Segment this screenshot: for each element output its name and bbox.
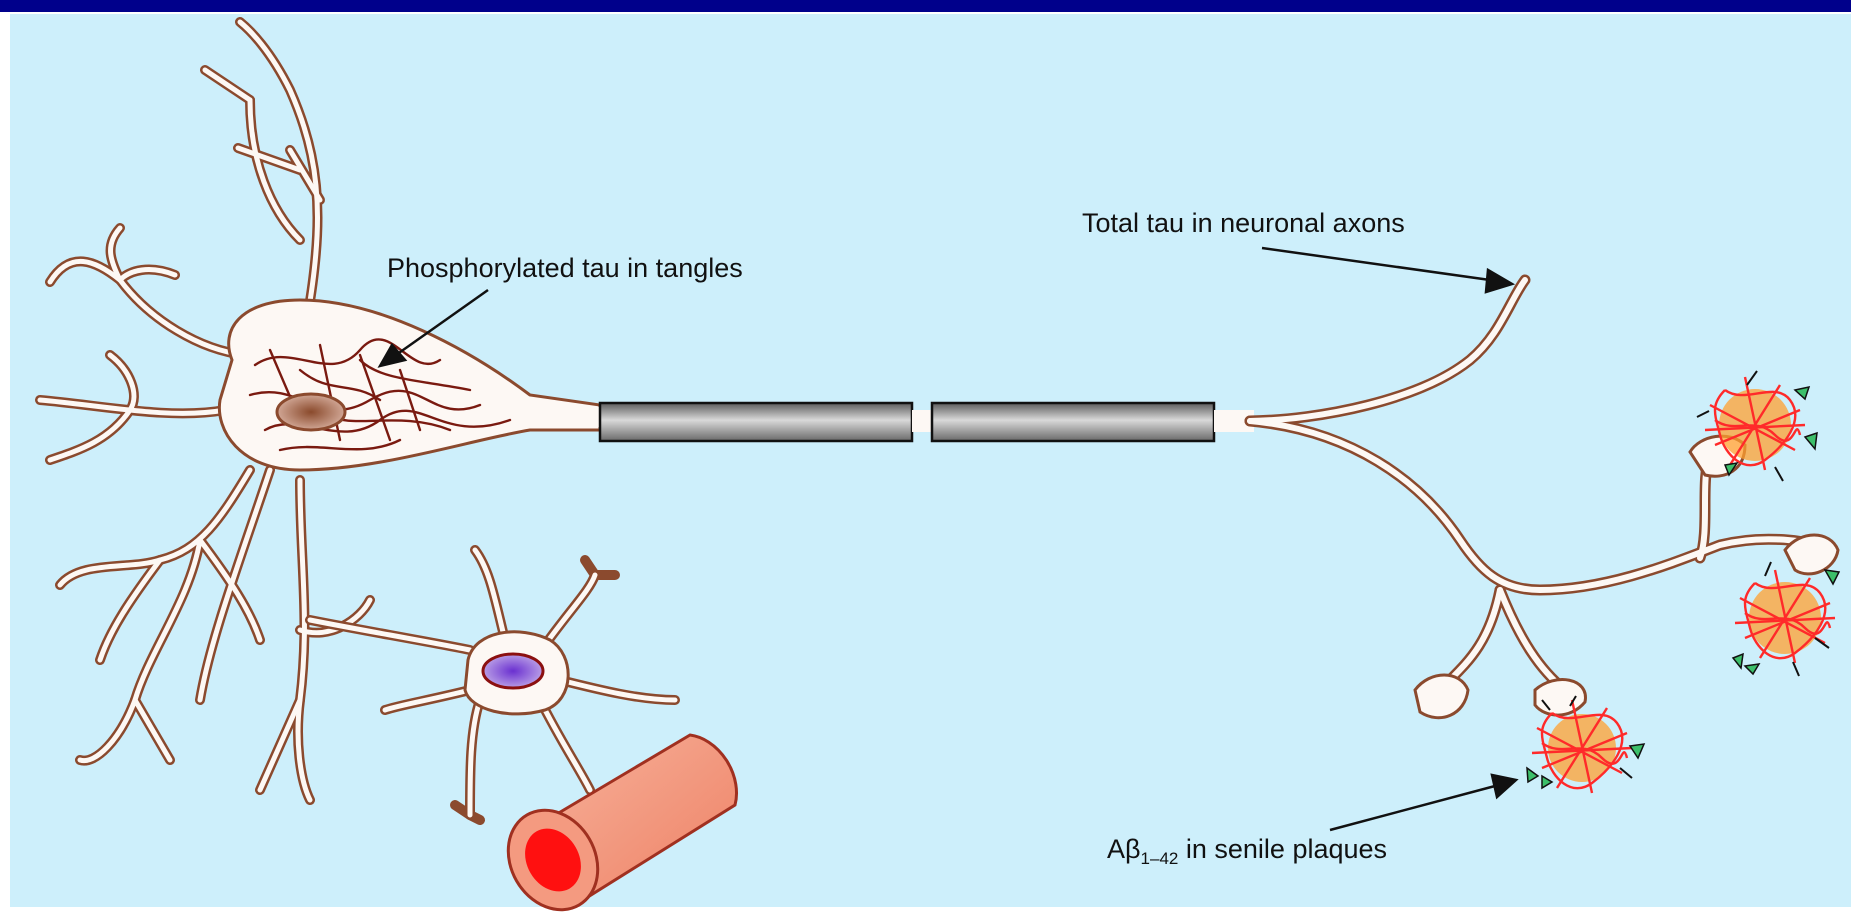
myelin-sheath-1: [600, 403, 912, 441]
label-tangles: Phosphorylated tau in tangles: [387, 253, 743, 283]
label-plaques-subscript: 1–42: [1141, 849, 1179, 868]
node-of-ranvier: [912, 410, 932, 432]
top-border: [0, 0, 1851, 12]
label-plaques-rest: in senile plaques: [1178, 834, 1387, 864]
myelin-sheath-2: [932, 403, 1214, 441]
neuron-nucleus: [277, 394, 345, 430]
glia-nucleus: [483, 654, 543, 688]
label-axons: Total tau in neuronal axons: [1082, 208, 1405, 238]
axon-hillock: [560, 407, 600, 427]
label-plaques-main: Aβ: [1107, 834, 1141, 864]
